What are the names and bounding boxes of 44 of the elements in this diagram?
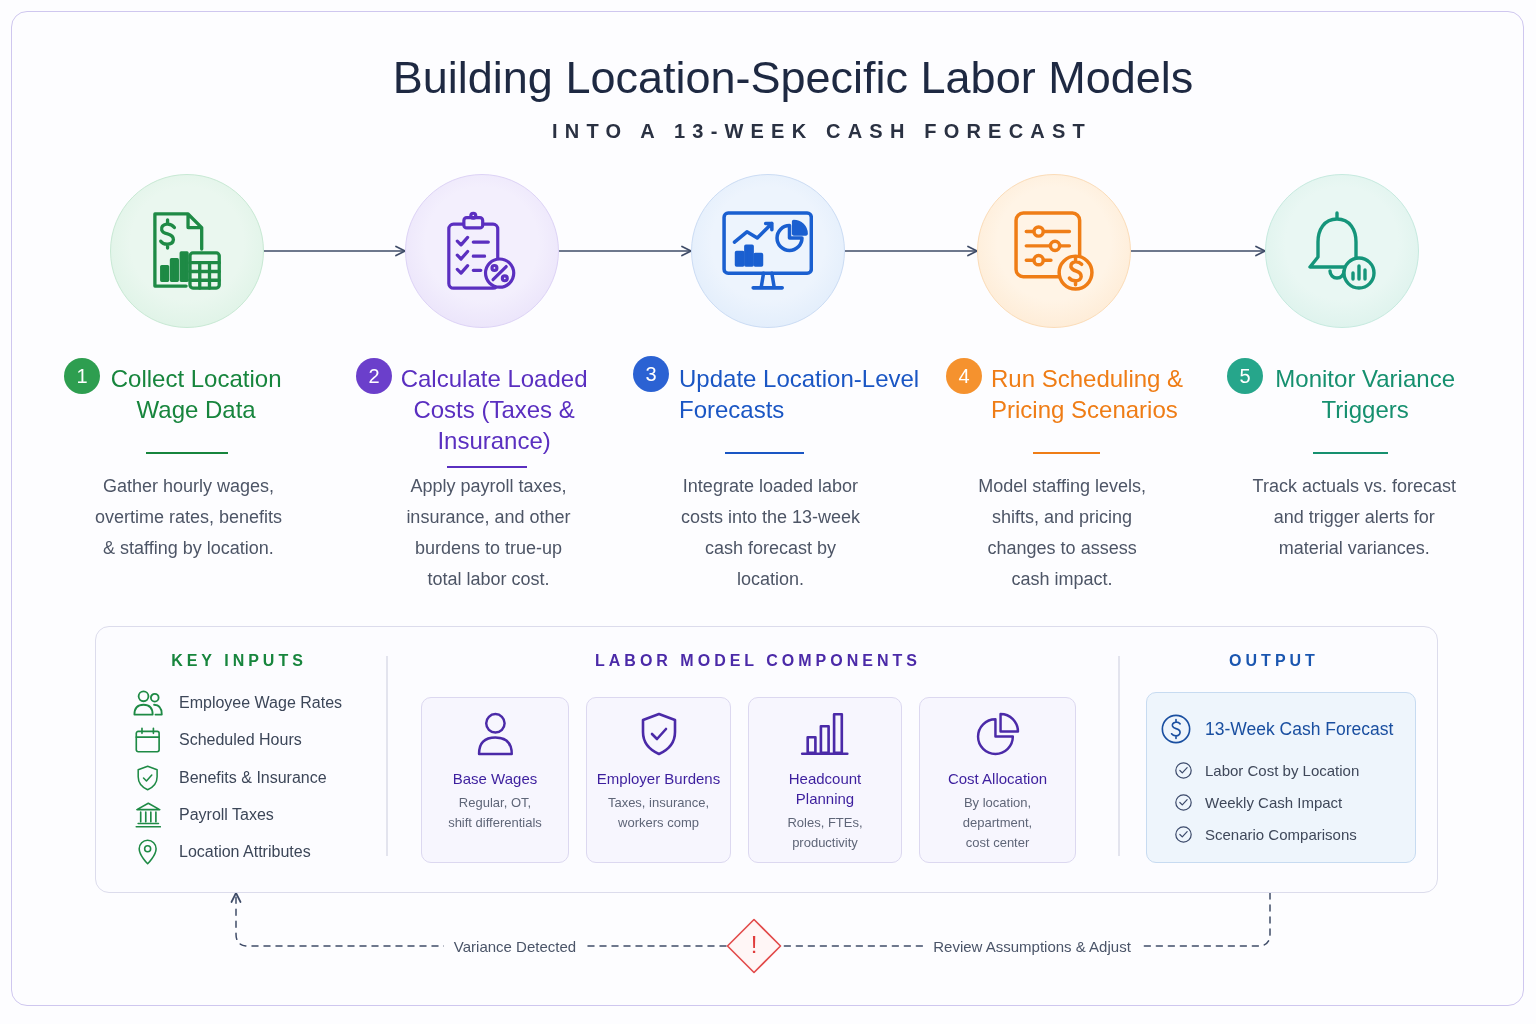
step-title: Collect Location Wage Data (109, 364, 283, 425)
component-card (919, 697, 1076, 863)
section-heading: LABOR MODEL COMPONENTS (595, 652, 921, 670)
card-title: Base Wages (451, 769, 539, 789)
step-description: Apply payroll taxes, insurance, and other burdens to true-up total labor cost. (405, 475, 572, 591)
list-item: Scheduled Hours (179, 731, 302, 749)
step-title: Monitor Variance Triggers (1274, 364, 1456, 425)
title: Building Location-Specific Labor Models (392, 52, 1194, 104)
step-description: Integrate loaded labor costs into the 13-week cash forecast by location. (679, 475, 861, 591)
warning-diamond (726, 918, 782, 974)
component-card (748, 697, 902, 863)
step-title: Calculate Loaded Costs (Taxes & Insurance) (399, 364, 589, 456)
card-title: Employer Burdens (595, 769, 722, 789)
step-description: Track actuals vs. forecast and trigger alerts for material variances. (1251, 475, 1457, 560)
list-item: Location Attributes (179, 843, 311, 861)
section-heading: KEY INPUTS (171, 652, 307, 670)
list-item: Employee Wage Rates (179, 694, 343, 712)
arrow (1130, 245, 1266, 257)
list-item: Weekly Cash Impact (1205, 793, 1343, 811)
card-title: Headcount Planning (787, 769, 863, 809)
card-description: Taxes, insurance, workers comp (606, 794, 711, 832)
output-card (1146, 692, 1416, 863)
subtitle: INTO A 13-WEEK CASH FORECAST (552, 119, 1092, 143)
arrow (558, 245, 692, 257)
component-card (586, 697, 731, 863)
section-heading: OUTPUT (1229, 652, 1319, 670)
step-description: Gather hourly wages, overtime rates, benefits & staffing by location. (93, 475, 283, 560)
step-title: Run Scheduling & Pricing Scenarios (991, 364, 1185, 425)
list-item: Payroll Taxes (179, 806, 274, 824)
card-description: By location, department, cost center (961, 794, 1034, 852)
output-title: 13-Week Cash Forecast (1205, 718, 1394, 740)
arrow (263, 245, 406, 257)
list-item: Benefits & Insurance (179, 769, 327, 787)
component-card (421, 697, 569, 863)
arrow (844, 245, 978, 257)
exclamation-mark: ! (750, 931, 758, 960)
list-item: Scenario Comparisons (1205, 825, 1357, 843)
summary-panel (95, 626, 1438, 893)
step-description: Model staffing levels, shifts, and pricing changes to assess cash impact. (977, 475, 1147, 591)
step-title: Update Location-Level Forecasts (679, 364, 921, 425)
card-description: Roles, FTEs, productivity (786, 814, 864, 852)
list-item: Labor Cost by Location (1205, 761, 1360, 779)
card-title: Cost Allocation (946, 769, 1049, 789)
card-description: Regular, OT, shift differentials (447, 794, 543, 832)
